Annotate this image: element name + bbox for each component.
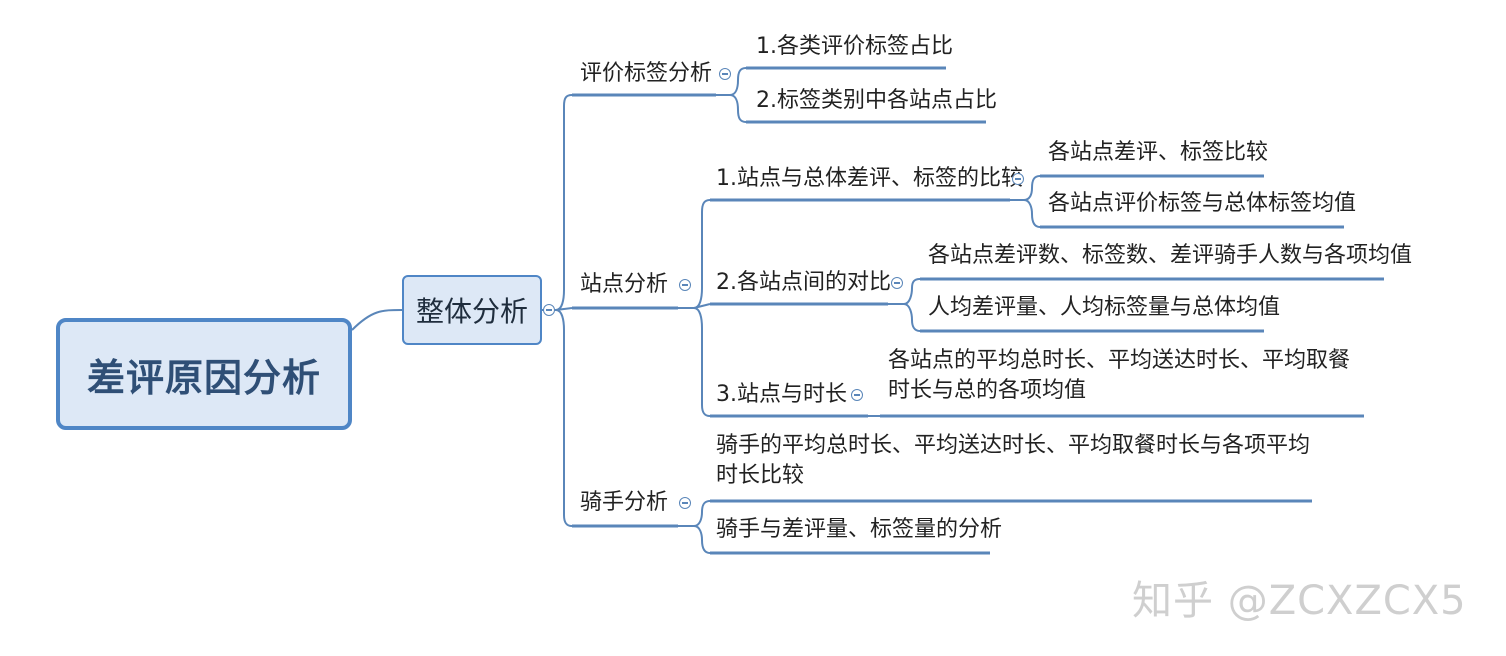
- station-sub-duration[interactable]: 3.站点与时长: [716, 382, 847, 407]
- station-sub-overall-comparison[interactable]: 1.站点与总体差评、标签的比较: [716, 166, 1023, 191]
- station-sub1-child-bad-review-tag[interactable]: 各站点差评、标签比较: [1048, 140, 1269, 165]
- station-sub1-child-tag-mean[interactable]: 各站点评价标签与总体标签均值: [1048, 191, 1357, 216]
- collapse-icon[interactable]: [719, 68, 731, 80]
- eval-child-category-share[interactable]: 1.各类评价标签占比: [756, 34, 953, 59]
- connector-station-sub1-children: [1010, 175, 1041, 228]
- collapse-icon[interactable]: [1012, 173, 1024, 185]
- connector-root-to-level1: [351, 309, 403, 331]
- collapse-icon[interactable]: [891, 277, 903, 289]
- rider-child-bad-review-tags[interactable]: 骑手与差评量、标签量的分析: [716, 517, 1003, 542]
- branch-evaluation-tags[interactable]: 评价标签分析: [580, 61, 713, 86]
- collapse-icon[interactable]: [679, 279, 691, 291]
- watermark-text: 知乎 @ZCXZCX5: [1132, 578, 1467, 624]
- rider-child-durations[interactable]: 骑手的平均总时长、平均送达时长、平均取餐时长与各项平均时长比较: [716, 433, 1311, 488]
- eval-child-station-share[interactable]: 2.标签类别中各站点占比: [756, 88, 997, 113]
- station-sub3-child-durations[interactable]: 各站点的平均总时长、平均送达时长、平均取餐时长与总的各项均值: [888, 348, 1351, 403]
- connector-station-children: [678, 199, 711, 417]
- station-sub2-child-per-capita[interactable]: 人均差评量、人均标签量与总体均值: [928, 295, 1281, 320]
- station-sub2-child-counts[interactable]: 各站点差评数、标签数、差评骑手人数与各项均值: [928, 243, 1413, 268]
- branch-station-analysis[interactable]: 站点分析: [580, 272, 669, 297]
- connector-rider-children: [678, 500, 711, 554]
- branch-rider-analysis[interactable]: 骑手分析: [580, 490, 669, 515]
- connector-station-sub2-children: [888, 278, 921, 332]
- collapse-icon[interactable]: [851, 389, 863, 401]
- station-sub-inter-station[interactable]: 2.各站点间的对比: [716, 270, 891, 295]
- connector-evaluation-children: [716, 67, 747, 123]
- root-node[interactable]: 差评原因分析: [56, 318, 352, 430]
- collapse-icon[interactable]: [679, 497, 691, 509]
- collapse-icon[interactable]: [543, 304, 555, 316]
- level1-node[interactable]: 整体分析: [402, 275, 542, 345]
